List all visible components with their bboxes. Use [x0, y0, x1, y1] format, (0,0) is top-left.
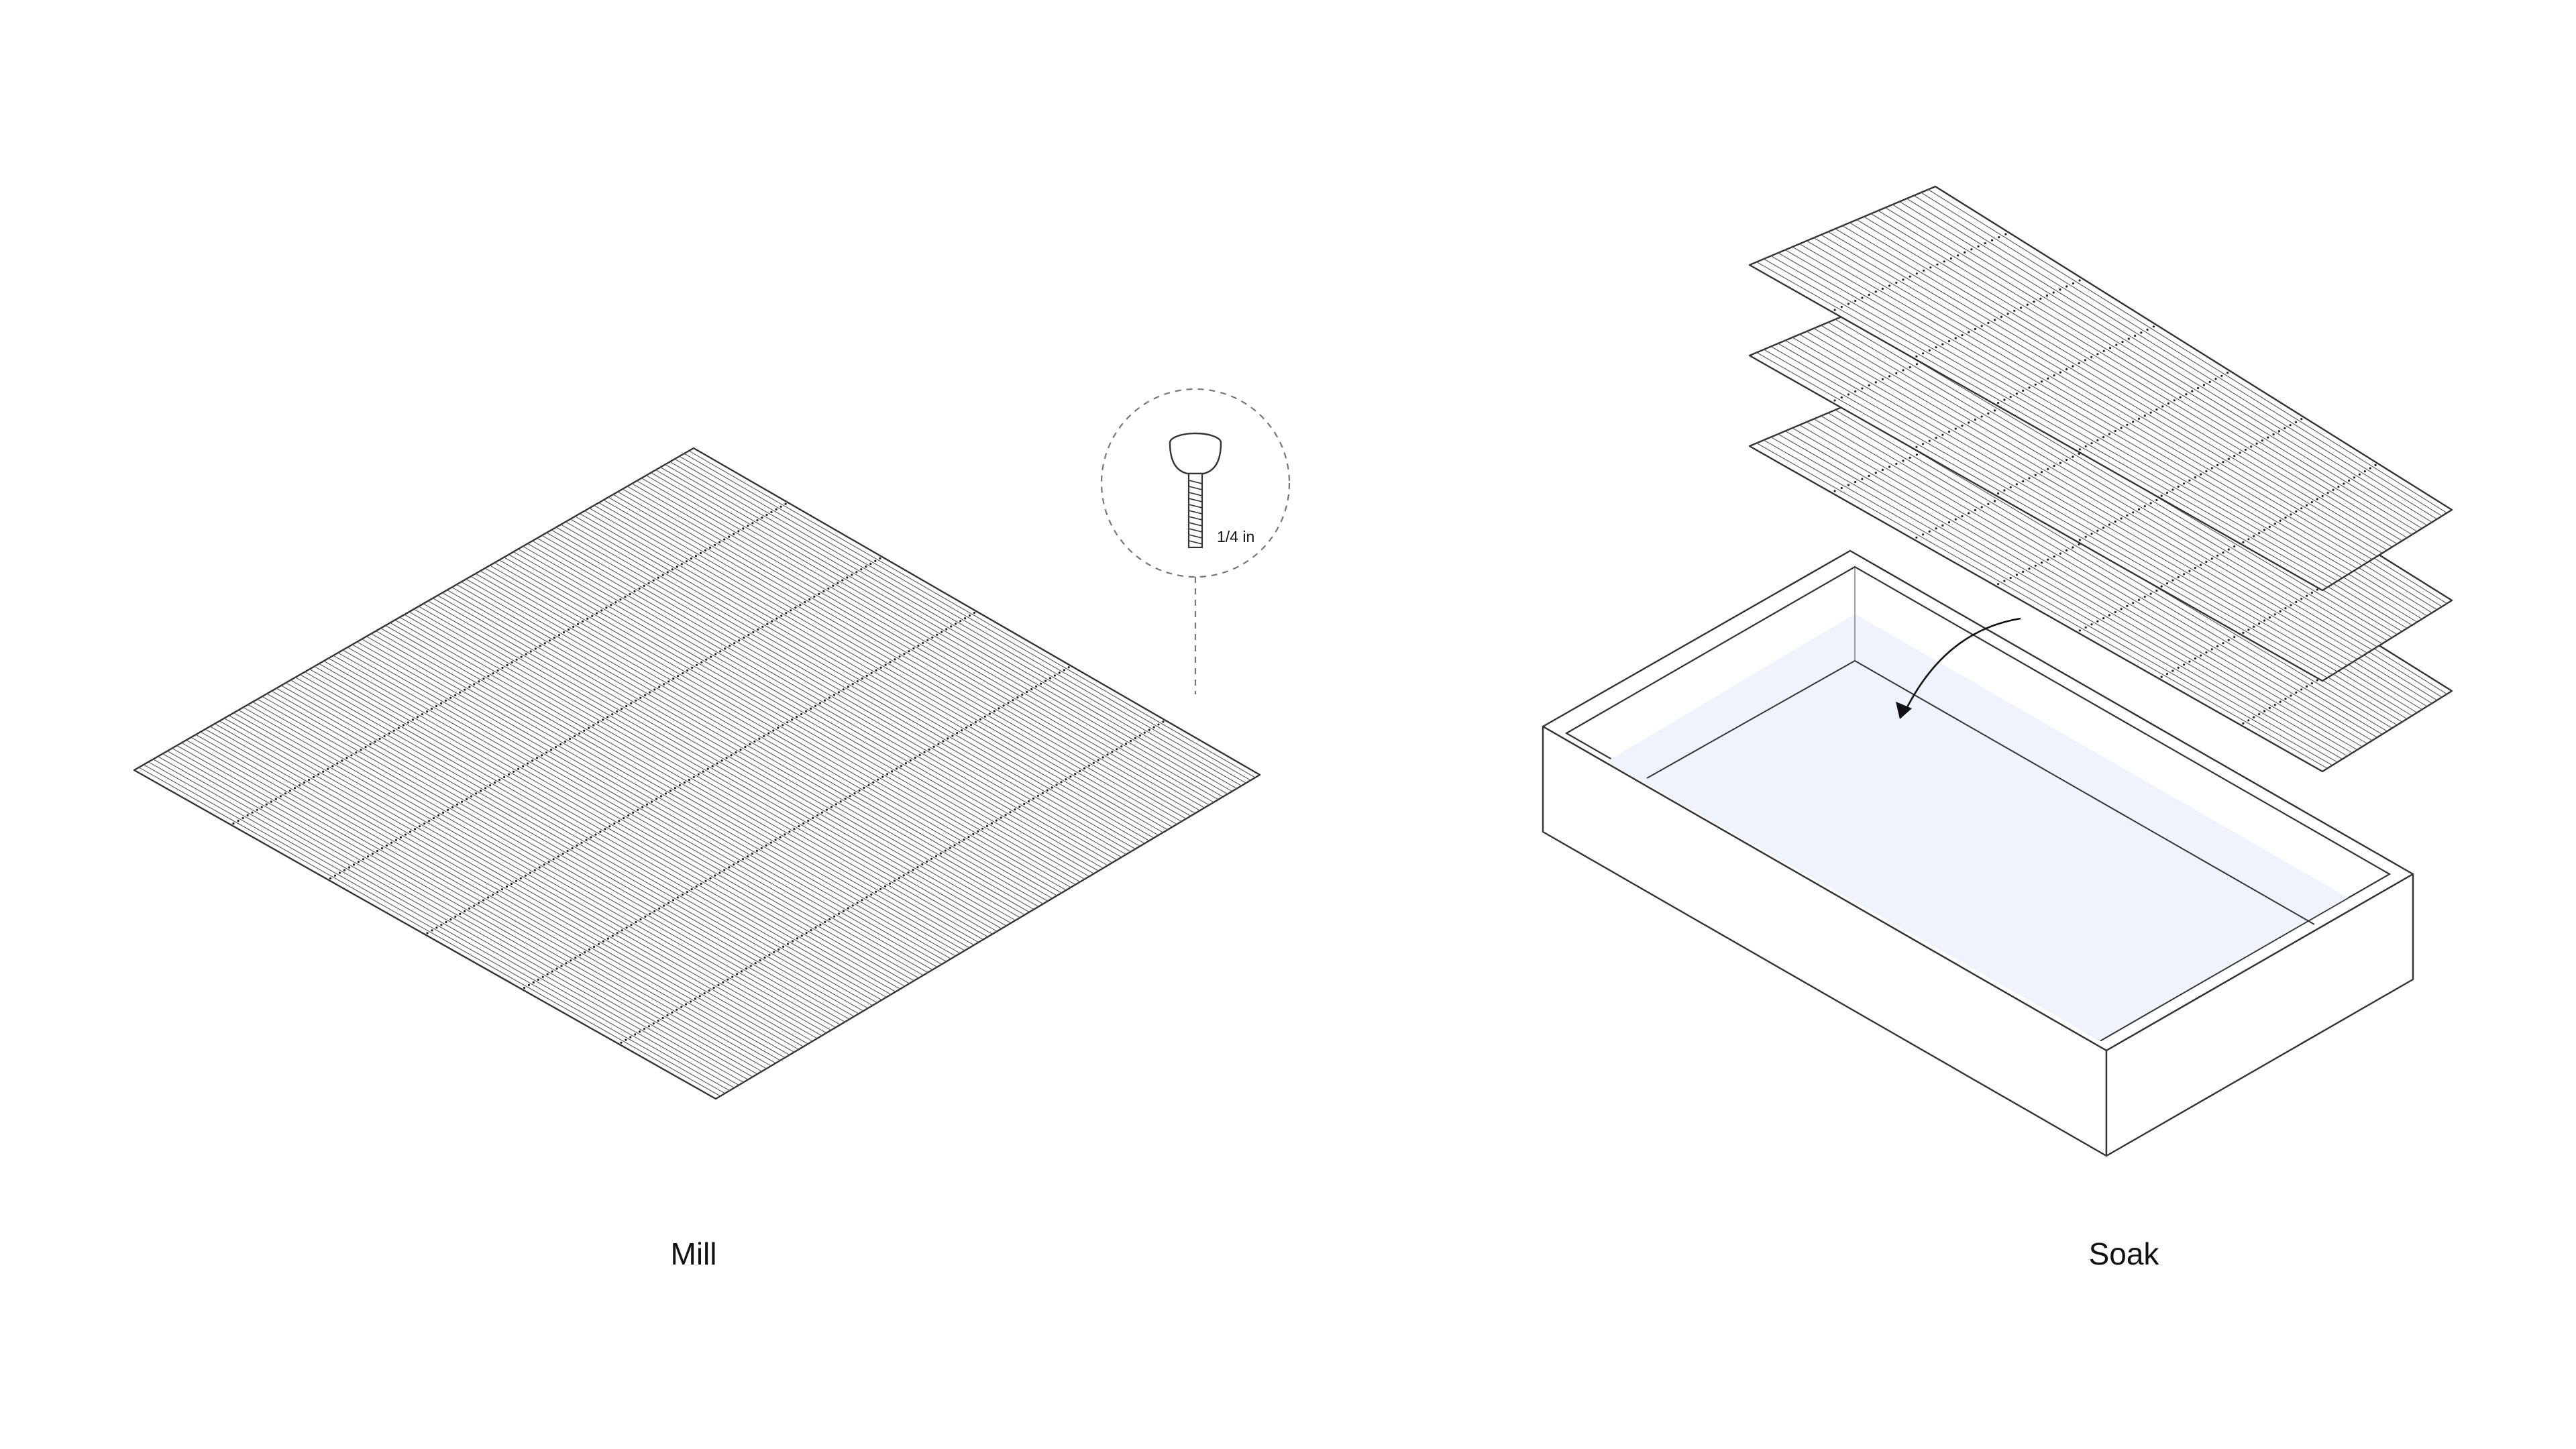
- callout-circle: [1100, 388, 1291, 578]
- fastener-callout: 1/4 in: [1100, 388, 1291, 694]
- milled-panel-sheet: [133, 447, 1261, 1100]
- arrow-icon: [1896, 617, 2021, 719]
- tank-inner-floor-edge: [1646, 659, 2315, 925]
- mill-sheet-outline: [133, 447, 1261, 1100]
- fastener-size-label: 1/4 in: [1217, 528, 1254, 545]
- soak-board-2: [1748, 276, 2453, 682]
- soak-panel: Soak: [1542, 185, 2453, 1271]
- soaking-tank: [1542, 549, 2414, 1157]
- soak-board-1: [1748, 185, 2453, 592]
- mill-panel: 1/4 in Mill: [133, 388, 1291, 1271]
- mill-sheet: [133, 447, 1261, 1100]
- soak-board-1-outline: [1748, 185, 2453, 592]
- soak-board-1-fastener-rows: [1833, 233, 2377, 544]
- screw-icon: [1169, 432, 1222, 549]
- stacked-boards: [1748, 185, 2453, 773]
- mill-label: Mill: [671, 1236, 717, 1271]
- tank-wall-right: [2105, 873, 2414, 1157]
- water-surface: [1607, 614, 2348, 1040]
- mill-sheet-slat-lines: [138, 450, 1256, 1097]
- soak-label: Soak: [2089, 1236, 2160, 1271]
- soak-board-1-slat-lines: [1756, 189, 2447, 588]
- mill-sheet-fastener-rows: [232, 502, 1165, 1044]
